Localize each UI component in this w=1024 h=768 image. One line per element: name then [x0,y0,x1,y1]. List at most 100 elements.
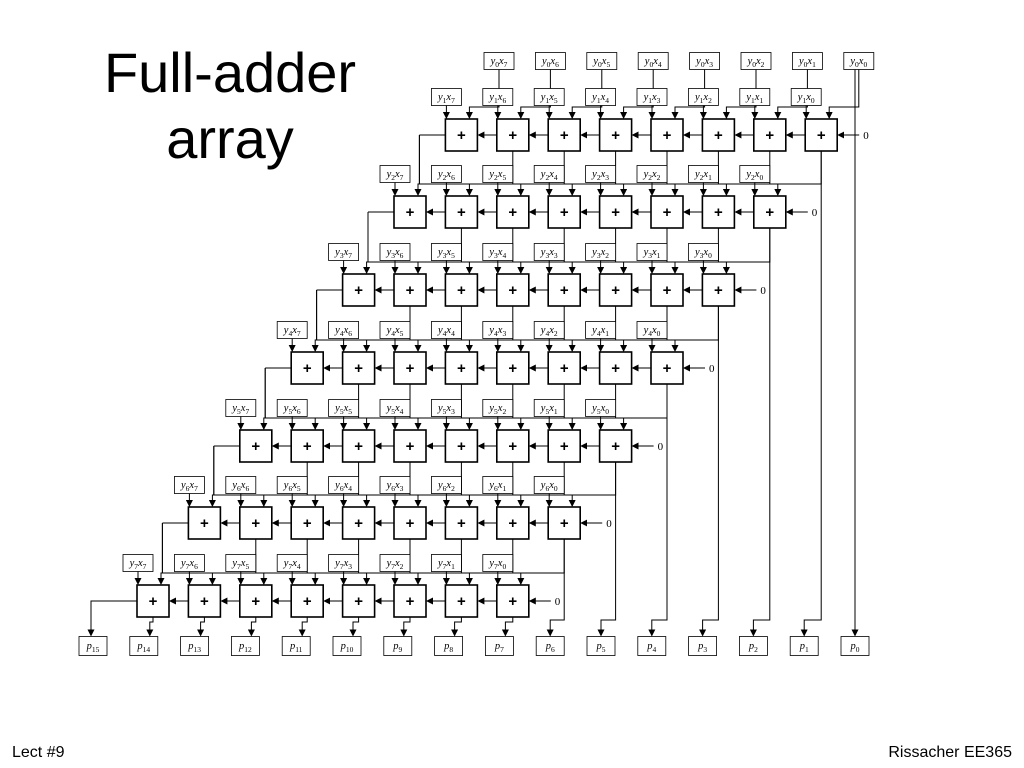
partial-product-y2-x5: y2x5 [482,165,514,183]
product-bit-p15: p15 [78,636,108,656]
svg-text:y1x1: y1x1 [745,92,763,105]
svg-text:y0x2: y0x2 [747,56,765,69]
slide-title: Full-adder array [70,40,390,172]
wire-out-p4 [648,384,668,637]
svg-text:p0: p0 [850,641,860,654]
svg-text:y2x4: y2x4 [540,169,558,182]
svg-text:y7x2: y7x2 [386,558,404,571]
partial-product-y0-x7: y0x7 [483,52,515,70]
partial-product-y5-x5: y5x5 [328,399,360,417]
svg-text:y3x1: y3x1 [643,247,661,260]
full-adder-r1-c1: + [444,195,479,229]
wire-out-p12 [247,617,257,637]
svg-text:+: + [508,282,517,299]
partial-product-y5-x4: y5x4 [379,399,411,417]
partial-product-y4-x7: y4x7 [276,321,308,339]
svg-text:y4x0: y4x0 [643,325,661,338]
full-adder-r1-c3: + [547,195,582,229]
svg-text:+: + [406,360,415,377]
svg-text:+: + [508,593,517,610]
svg-text:+: + [406,515,415,532]
product-bit-p9: p9 [383,636,413,656]
svg-text:y6x2: y6x2 [437,480,455,493]
full-adder-r5-c4: + [393,506,427,540]
wire-sum-in-r0-c7 [825,69,860,119]
product-bit-p14: p14 [129,636,159,656]
svg-text:y0x6: y0x6 [541,56,559,69]
full-adder-r4-c2: + [341,429,376,463]
svg-text:y0x3: y0x3 [695,56,713,69]
carry-in-zero-r2: 0 [760,285,766,297]
product-bit-p13: p13 [180,636,210,656]
wire-out-p9 [400,617,411,637]
full-adder-r3-c4: + [495,351,530,385]
full-adder-r2-c3: + [495,273,530,307]
partial-product-y4-x3: y4x3 [482,321,514,339]
svg-text:y2x3: y2x3 [591,169,609,182]
full-adder-r6-c3: + [290,584,325,618]
svg-text:+: + [663,204,672,221]
svg-text:y4x5: y4x5 [386,325,404,338]
partial-product-y3-x4: y3x4 [482,243,514,261]
full-adder-r1-c0: + [393,195,427,229]
svg-text:+: + [457,593,466,610]
svg-text:+: + [457,515,466,532]
svg-text:y3x3: y3x3 [540,247,558,260]
wire-out-p14 [146,617,154,637]
partial-product-y1-x0: y1x0 [790,88,822,106]
full-adder-r2-c0: + [341,273,376,307]
partial-product-y0-x4: y0x4 [637,52,669,70]
svg-text:p2: p2 [748,641,758,654]
svg-text:p14: p14 [136,641,150,654]
title-line-2: array [166,107,294,170]
carry-in-zero-r1: 0 [812,207,818,219]
full-adder-r5-c6: + [495,506,530,540]
svg-text:+: + [149,593,158,610]
full-adder-r4-c3: + [393,429,427,463]
svg-text:+: + [560,204,569,221]
svg-text:+: + [508,515,517,532]
svg-text:y6x1: y6x1 [488,480,506,493]
svg-text:+: + [714,204,723,221]
svg-text:y6x0: y6x0 [540,480,558,493]
svg-text:+: + [560,360,569,377]
partial-product-y4-x5: y4x5 [379,321,411,339]
full-adder-r3-c1: + [341,351,376,385]
partial-product-y0-x2: y0x2 [740,52,772,70]
full-adder-r0-c2: + [547,118,582,152]
full-adder-r1-c7: + [752,195,787,229]
product-bit-p5: p5 [586,636,616,656]
partial-product-y2-x6: y2x6 [430,165,462,183]
partial-product-y1-x6: y1x6 [482,88,514,106]
svg-text:p4: p4 [646,641,656,654]
partial-product-y4-x0: y4x0 [636,321,668,339]
full-adder-r6-c2: + [239,584,273,618]
svg-text:y1x3: y1x3 [643,92,661,105]
svg-text:y4x1: y4x1 [591,325,609,338]
full-adder-r5-c2: + [290,506,325,540]
svg-text:+: + [354,593,363,610]
svg-text:+: + [765,127,774,144]
svg-text:+: + [303,360,312,377]
svg-text:y6x4: y6x4 [334,480,352,493]
full-adder-r6-c4: + [341,584,376,618]
full-adder-r4-c1: + [290,429,325,463]
svg-text:p9: p9 [392,641,402,654]
wire-out-p13 [197,617,205,637]
partial-product-y1-x5: y1x5 [533,88,565,106]
wire-out-p15 [87,600,111,637]
svg-text:+: + [611,127,620,144]
svg-text:+: + [611,438,620,455]
partial-product-y5-x7: y5x7 [225,399,257,417]
full-adder-r5-c5: + [444,506,479,540]
svg-text:y7x7: y7x7 [129,558,147,571]
partial-product-y4-x2: y4x2 [533,321,565,339]
full-adder-r4-c6: + [547,429,582,463]
full-adder-r0-c6: + [752,118,787,152]
svg-text:+: + [303,438,312,455]
partial-product-y0-x5: y0x5 [586,52,618,70]
partial-product-y3-x1: y3x1 [636,243,668,261]
partial-product-y0-x6: y0x6 [535,52,566,70]
svg-text:y6x3: y6x3 [386,480,404,493]
svg-text:+: + [765,204,774,221]
